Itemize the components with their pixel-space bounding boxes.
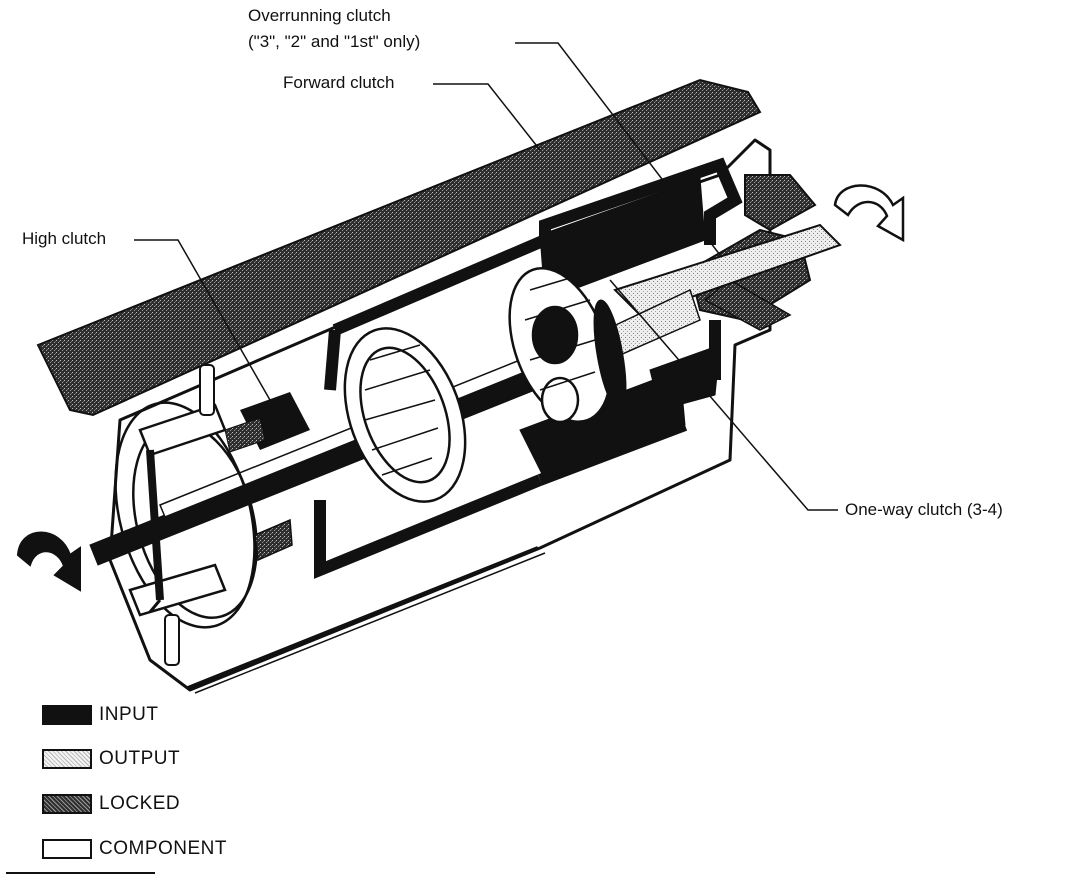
legend-item-locked: LOCKED bbox=[42, 792, 180, 816]
rear-planetary-gearset bbox=[508, 267, 627, 424]
legend-item-input: INPUT bbox=[42, 703, 159, 727]
leader-overrunning-clutch bbox=[515, 42, 721, 256]
leader-lines bbox=[134, 42, 838, 511]
legend-label-output: OUTPUT bbox=[99, 748, 181, 769]
output-rotation-arrow bbox=[833, 184, 905, 243]
legend-label-input: INPUT bbox=[99, 704, 159, 725]
leader-high-clutch bbox=[134, 239, 271, 401]
one-way-clutch-label: One-way clutch (3-4) bbox=[845, 500, 1003, 519]
front-drum-rings bbox=[114, 401, 293, 629]
high-clutch-pack bbox=[224, 392, 310, 453]
legend-item-component: COMPONENT bbox=[42, 837, 227, 861]
input-rotation-arrow bbox=[16, 531, 81, 592]
input-swatch bbox=[42, 705, 92, 725]
forward-clutch-label: Forward clutch bbox=[283, 73, 395, 92]
leader-forward-clutch bbox=[433, 83, 541, 151]
housing-bottom-edge bbox=[187, 546, 539, 690]
output-swatch bbox=[42, 749, 92, 769]
overrunning-clutch-label-line1: Overrunning clutch bbox=[248, 6, 391, 25]
overrunning-clutch-label-line2: ("3", "2" and "1st" only) bbox=[248, 32, 421, 51]
locked-band bbox=[36, 78, 762, 417]
high-clutch-label: High clutch bbox=[22, 229, 107, 248]
legend-item-output: OUTPUT bbox=[42, 747, 180, 771]
front-planetary-gearset bbox=[343, 327, 467, 503]
support-pins bbox=[164, 364, 215, 666]
legend-label-locked: LOCKED bbox=[99, 793, 181, 814]
component-swatch bbox=[42, 839, 92, 859]
locked-swatch bbox=[42, 794, 92, 814]
legend-label-component: COMPONENT bbox=[99, 838, 227, 859]
input-drum-fills bbox=[519, 177, 721, 481]
leader-one-way-clutch bbox=[609, 279, 838, 511]
